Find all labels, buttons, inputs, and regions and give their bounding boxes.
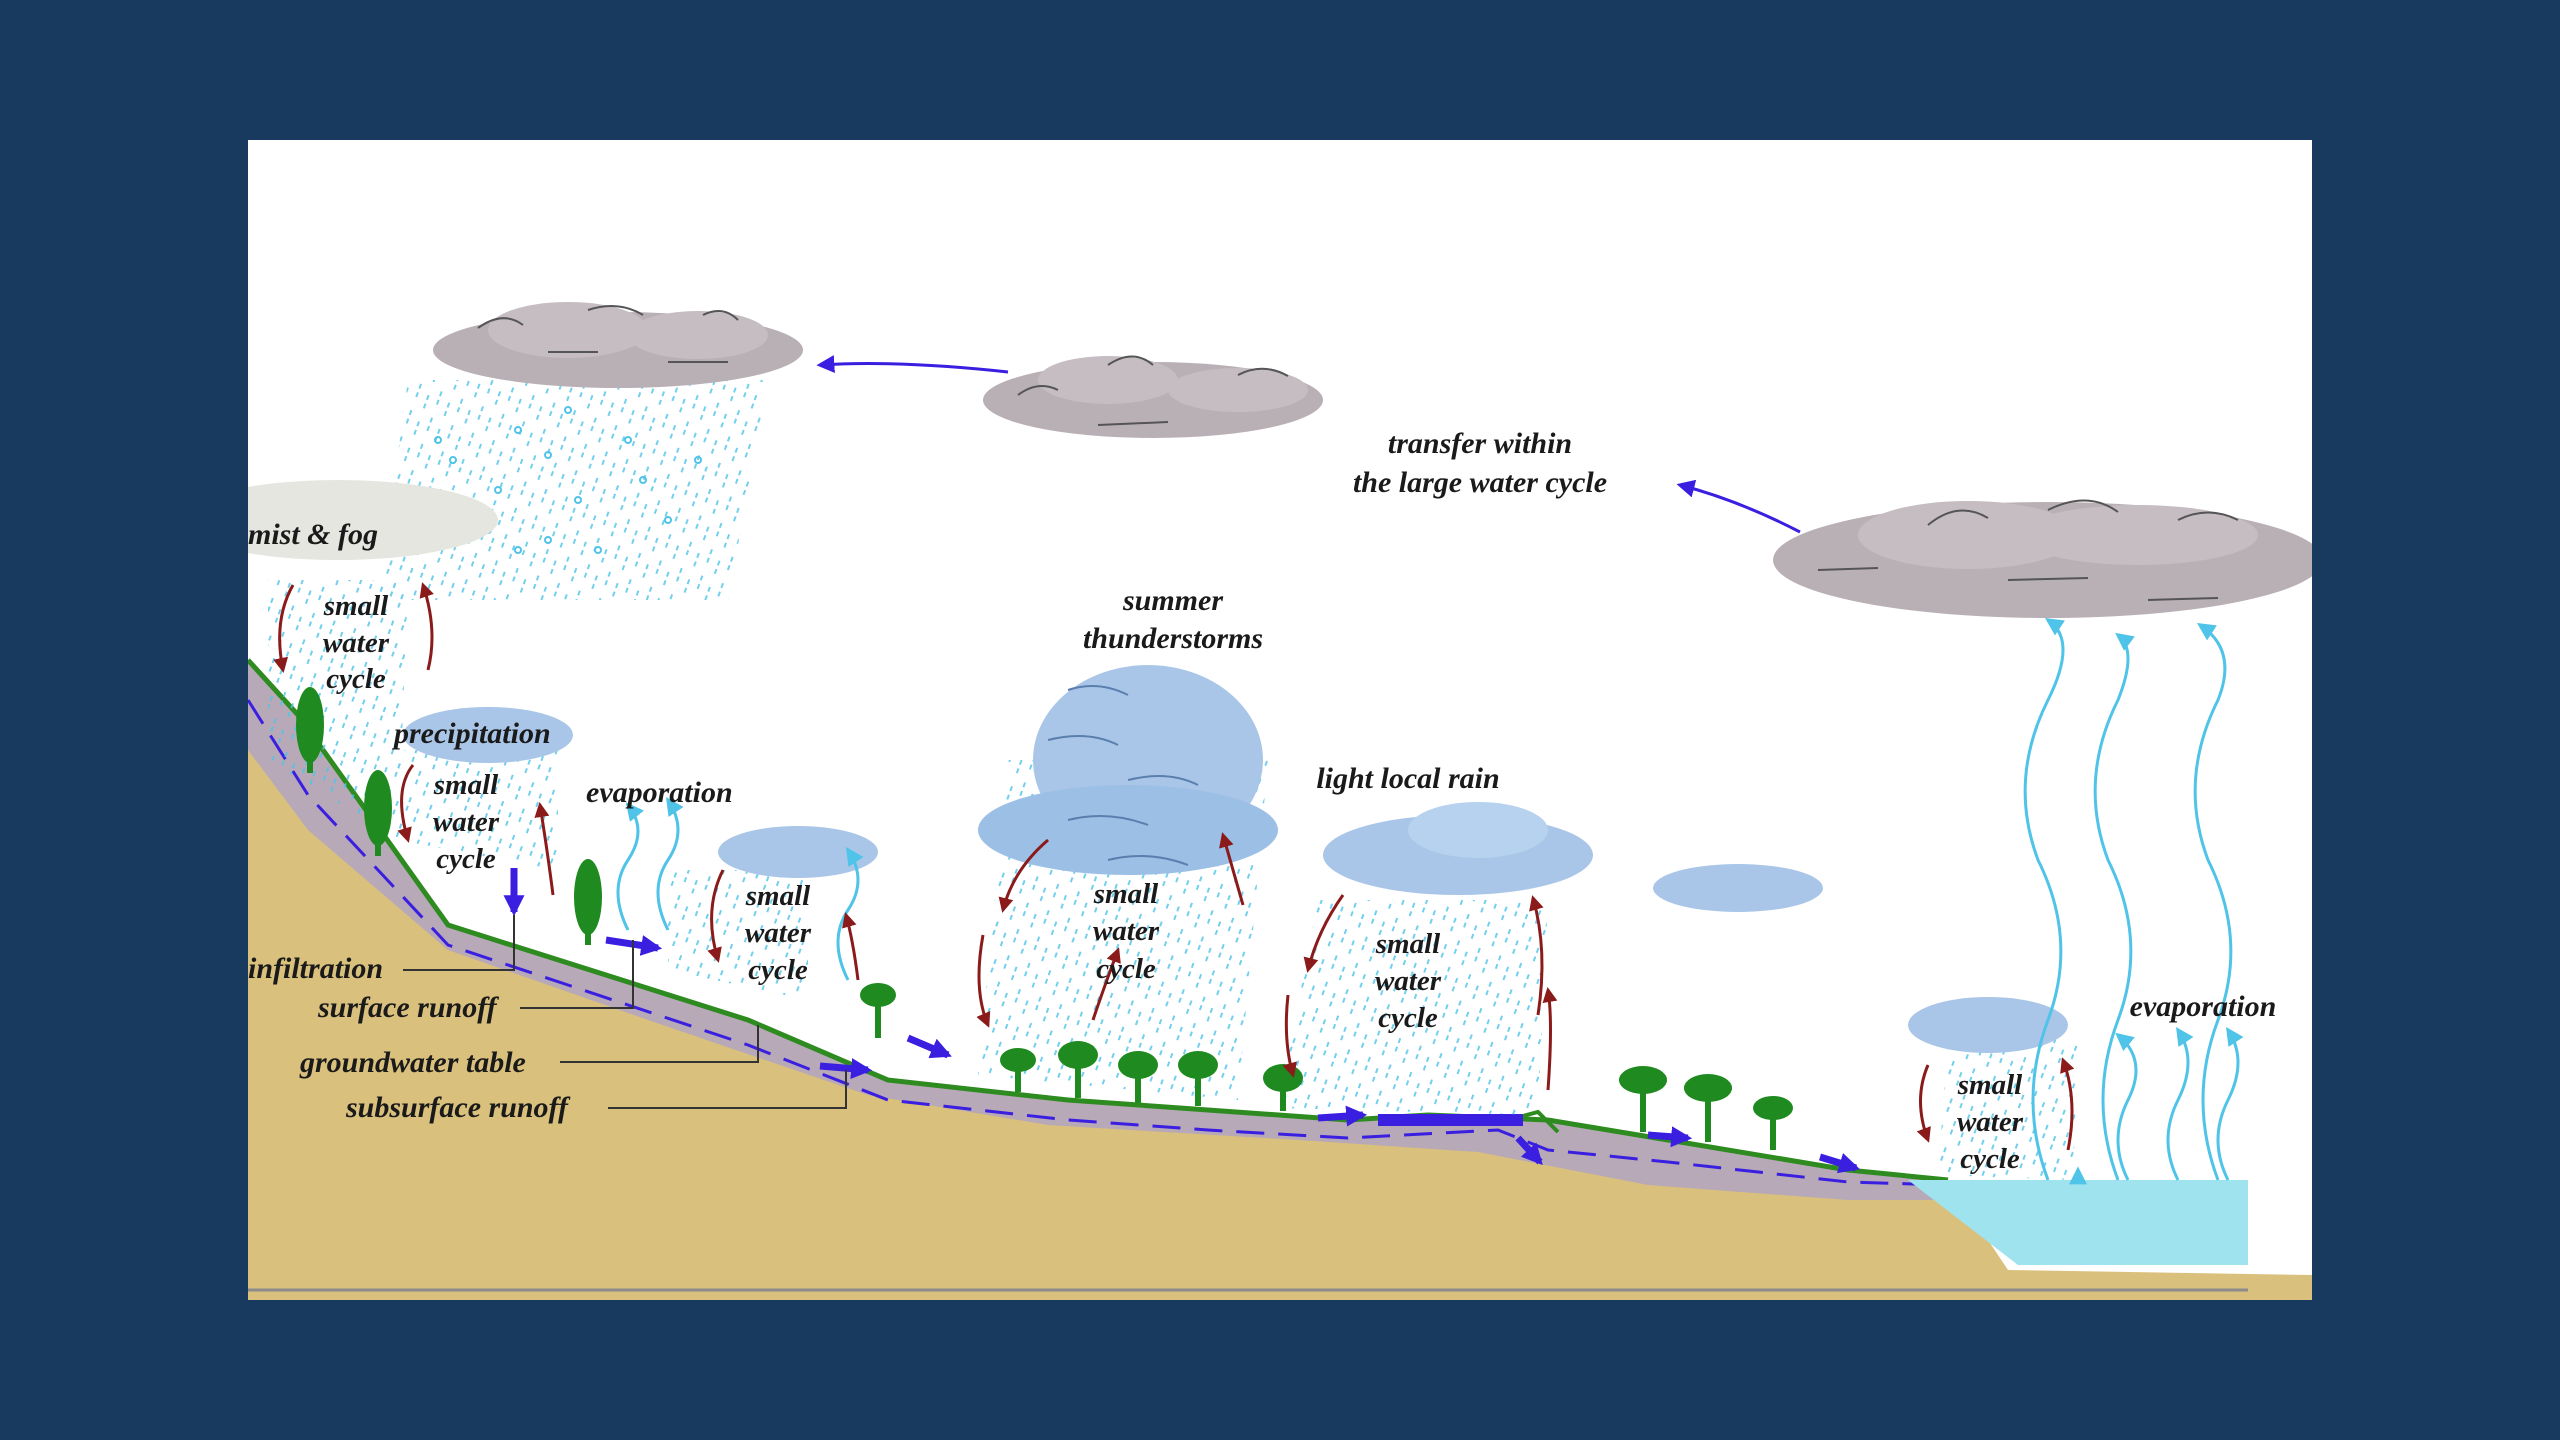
transfer-arrow-left — [816, 355, 1009, 374]
rain-right — [1938, 1040, 2078, 1180]
rain-light-local — [1278, 900, 1548, 1115]
svg-text:cycle: cycle — [1096, 953, 1156, 985]
transfer-arrow-right — [1676, 479, 1801, 534]
slope-runoff-arrow — [906, 1034, 952, 1059]
svg-text:cycle: cycle — [1960, 1143, 2020, 1175]
svg-text:water: water — [1093, 915, 1160, 947]
svg-text:cycle: cycle — [326, 663, 386, 695]
right-runoff-arrow — [1647, 1126, 1693, 1148]
svg-text:summer: summer — [1122, 584, 1223, 617]
pond — [1378, 1114, 1523, 1126]
leader-lines — [403, 915, 847, 1109]
subsurface-runoff-arrow — [819, 1058, 873, 1080]
svg-text:small: small — [745, 880, 811, 912]
svg-text:small: small — [1375, 928, 1441, 960]
svg-text:water: water — [745, 917, 812, 949]
surface-runoff-label: surface runoff — [317, 991, 500, 1024]
lake — [1908, 1180, 2248, 1265]
transfer-label: transfer within the large water cycle — [1353, 427, 1607, 499]
water-cycle-diagram: mist & fog small water cycle precipitati… — [248, 302, 2312, 1300]
rain-icon — [268, 380, 2078, 1180]
svg-text:water: water — [433, 806, 500, 838]
svg-text:small: small — [323, 590, 389, 622]
pond-inflow-arrow — [1317, 1105, 1368, 1127]
small-water-cycle-label-2: small water cycle — [433, 769, 500, 875]
cloud-precipitation — [403, 707, 573, 763]
svg-text:thunderstorms: thunderstorms — [1083, 622, 1263, 655]
lake-inflow-arrow — [1818, 1153, 1861, 1174]
cloud-evaporation-small — [718, 826, 878, 878]
small-water-cycle-label-1: small water cycle — [323, 590, 390, 695]
tree-icon — [296, 687, 1793, 1150]
small-water-cycle-label-6: small water cycle — [1957, 1069, 2024, 1175]
evaporation-arrows — [616, 618, 2244, 1185]
infiltration-label: infiltration — [248, 952, 383, 985]
pond-drain-arrow — [1515, 1135, 1543, 1166]
rain-precipitation — [398, 750, 558, 870]
rain-top-left — [378, 380, 768, 600]
groundwater-table-label: groundwater table — [299, 1046, 526, 1079]
svg-text:cycle: cycle — [748, 954, 808, 986]
subsurface-runoff-label: subsurface runoff — [345, 1091, 571, 1124]
svg-text:small: small — [1957, 1069, 2023, 1101]
precipitation-label: precipitation — [391, 717, 551, 750]
cloud-right-small — [1653, 864, 1823, 912]
rain-dots — [434, 406, 702, 554]
svg-text:small: small — [1093, 878, 1159, 910]
small-water-cycle-label-4: small water cycle — [1093, 878, 1160, 985]
cloud-lake — [1908, 997, 2068, 1053]
svg-text:water: water — [323, 627, 390, 659]
rain-mid-slope — [668, 870, 808, 1000]
summer-thunderstorms-label: summer thunderstorms — [1083, 584, 1263, 655]
svg-text:the large water cycle: the large water cycle — [1353, 466, 1607, 499]
cloud-icon — [248, 302, 2312, 1053]
mist-fog-label: mist & fog — [248, 518, 378, 551]
svg-text:cycle: cycle — [436, 843, 496, 875]
svg-text:small: small — [433, 769, 499, 801]
evaporation-left-label: evaporation — [586, 776, 733, 809]
small-water-cycle-label-3: small water cycle — [745, 880, 812, 986]
soil-layer — [248, 660, 2312, 1300]
groundwater-table-line — [248, 699, 1949, 1187]
small-cycle-arrows — [273, 582, 2075, 1151]
cloud-mist-fog — [248, 480, 498, 560]
diagram-panel: mist & fog small water cycle precipitati… — [248, 140, 2312, 1300]
svg-text:cycle: cycle — [1378, 1002, 1438, 1034]
small-water-cycle-label-5: small water cycle — [1375, 928, 1442, 1034]
svg-text:water: water — [1375, 965, 1442, 997]
light-local-rain-label: light local rain — [1316, 762, 1499, 795]
svg-text:water: water — [1957, 1106, 2024, 1138]
svg-text:transfer within: transfer within — [1388, 427, 1572, 460]
evaporation-right-label: evaporation — [2130, 990, 2277, 1023]
